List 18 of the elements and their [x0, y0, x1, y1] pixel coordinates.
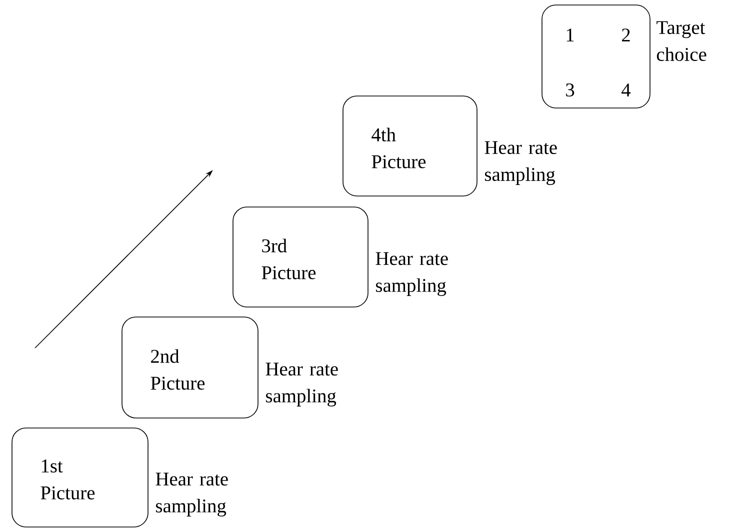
quadrant-number: 2	[622, 28, 630, 42]
picture-label: 3rd Picture	[262, 238, 316, 280]
picture-box	[232, 206, 368, 308]
picture-label: 2nd Picture	[150, 349, 205, 390]
picture-box	[542, 4, 650, 108]
sampling-note: Hear rate sampling	[266, 362, 338, 406]
picture-label: 1st Picture	[40, 460, 95, 500]
sampling-note: Hear rate sampling	[484, 141, 557, 185]
sampling-note: Hear rate sampling	[376, 252, 448, 296]
picture-label: 4th Picture	[372, 128, 426, 168]
quadrant-number: 1	[566, 28, 574, 42]
quadrant-number: 4	[622, 84, 631, 96]
target-note: Target choice	[656, 21, 706, 61]
picture-box	[342, 96, 478, 196]
sampling-note: Hear rate sampling	[156, 472, 228, 516]
quadrant-number: 3	[566, 83, 574, 97]
picture-box	[122, 316, 258, 418]
picture-box	[12, 428, 148, 528]
